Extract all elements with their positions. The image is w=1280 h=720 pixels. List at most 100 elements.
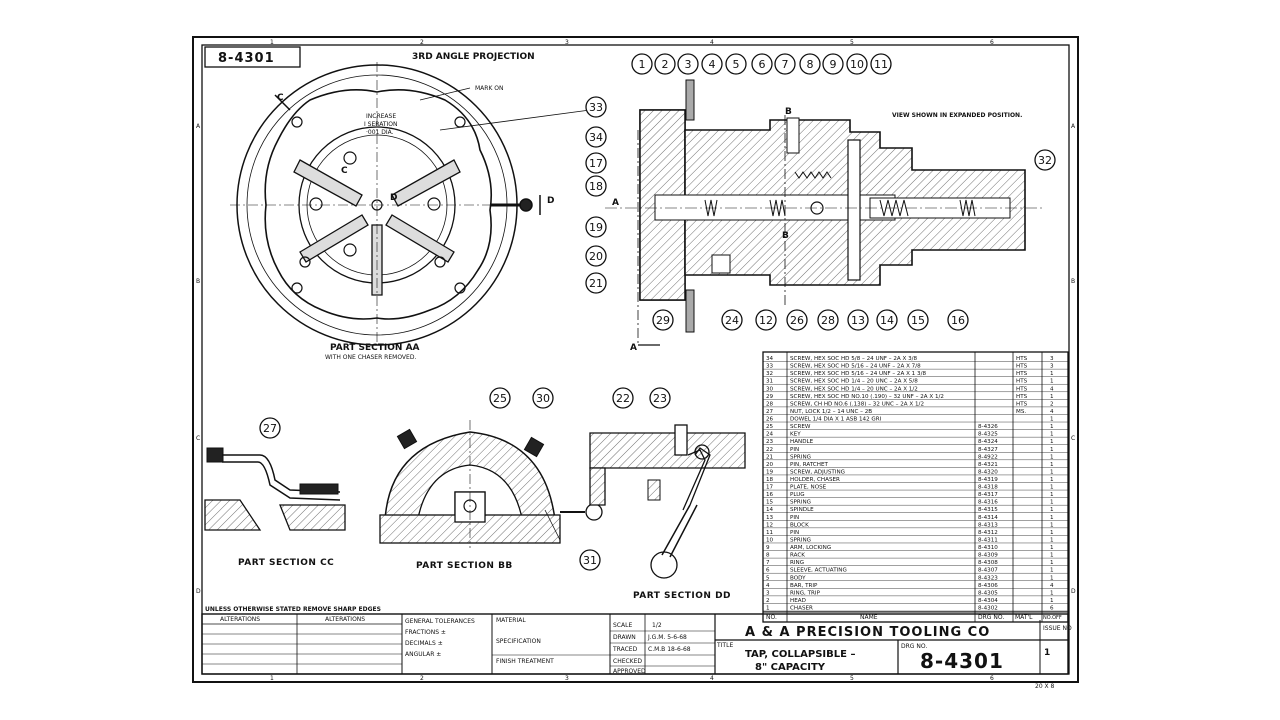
parts-cell-qty: 1 (1050, 439, 1054, 445)
parts-cell-no: 14 (766, 507, 774, 513)
section-aa-title: PART SECTION AA (330, 343, 420, 353)
parts-cell-drg: 8-4305 (978, 590, 998, 596)
section-part-balloon-circle (579, 549, 601, 571)
drawing-number-box (204, 46, 301, 68)
part-balloon-circle (677, 53, 699, 75)
part-balloon-circle (631, 53, 653, 75)
tolerance-decimals: DECIMALS ± (405, 640, 443, 647)
parts-cell-name: SPRING (790, 454, 811, 460)
section-part-balloon-circle (489, 387, 511, 409)
parts-cell-name: BODY (790, 575, 806, 581)
drawing-number-top: 8-4301 (218, 51, 275, 66)
parts-cell-qty: 3 (1050, 364, 1054, 370)
parts-cell-drg: 8-4316 (978, 500, 998, 506)
increase-note-3: ·001 DIA. (366, 129, 394, 136)
increase-note-1: INCREASE (366, 113, 396, 120)
part-balloon-circle (585, 245, 607, 267)
section-part-balloon-circle (649, 387, 671, 409)
parts-cell-name: PIN (790, 530, 799, 536)
traced-label: TRACED (612, 646, 638, 653)
parts-cell-no: 27 (766, 409, 774, 415)
parts-cell-no: 15 (766, 500, 774, 506)
title-block (201, 613, 1069, 675)
parts-cell-name: SLEEVE, ACTUATING (790, 568, 847, 574)
finish-label: FINISH TREATMENT (496, 658, 554, 665)
parts-cell-drg: 8-4304 (978, 598, 998, 604)
parts-cell-no: 18 (766, 477, 774, 483)
parts-cell-qty: 1 (1050, 432, 1054, 438)
parts-cell-qty: 1 (1050, 469, 1054, 475)
parts-cell-drg: 8-4312 (978, 530, 998, 536)
view-note: VIEW SHOWN IN EXPANDED POSITION. (892, 112, 1022, 119)
svg-text:1: 1 (270, 675, 274, 682)
parts-header-drg: DRG NO. (978, 614, 1004, 621)
part-balloon-circle (654, 53, 676, 75)
parts-cell-name: SCREW, HEX SOC HD 5/8 – 24 UNF – 2A X 3/… (790, 356, 918, 362)
part-balloon-label: 1 (639, 58, 646, 71)
parts-list-table (762, 351, 1069, 623)
drg-no-label: DRG NO. (901, 643, 927, 650)
parts-cell-qty: 1 (1050, 560, 1054, 566)
issue-label: ISSUE NO (1043, 625, 1072, 632)
parts-cell-no: 8 (766, 553, 770, 559)
part-balloon-circle (876, 309, 898, 331)
part-balloon-label: 8 (807, 58, 814, 71)
increase-note-2: I SERATION (364, 121, 398, 128)
parts-cell-no: 11 (766, 530, 774, 536)
parts-cell-mat: HTS (1016, 394, 1028, 400)
part-balloon-label: 18 (589, 180, 603, 193)
part-balloon-circle (585, 272, 607, 294)
svg-text:3: 3 (565, 39, 569, 46)
parts-cell-name: HEAD (790, 598, 806, 604)
parts-cell-qty: 1 (1050, 590, 1054, 596)
parts-cell-no: 9 (766, 545, 770, 551)
part-balloon-circle (585, 126, 607, 148)
part-balloon-circle (822, 53, 844, 75)
parts-cell-no: 2 (766, 598, 770, 604)
part-balloon-circle (847, 309, 869, 331)
section-part-balloon-circle (612, 387, 634, 409)
section-part-balloon-label: 23 (653, 392, 667, 405)
part-balloon-label: 24 (725, 314, 739, 327)
part-balloon-circle (1034, 149, 1056, 171)
parts-cell-qty: 1 (1050, 575, 1054, 581)
part-balloon-circle (652, 309, 674, 331)
parts-cell-drg: 8-4324 (978, 439, 998, 445)
section-part-balloon-label: 27 (263, 422, 277, 435)
parts-cell-qty: 4 (1050, 409, 1054, 415)
parts-cell-qty: 1 (1050, 530, 1054, 536)
parts-cell-drg: 8-4314 (978, 515, 998, 521)
parts-cell-no: 23 (766, 439, 774, 445)
section-aa-letter-c2: C (341, 166, 348, 176)
section-aa-view (230, 62, 591, 346)
parts-cell-no: 20 (766, 462, 774, 468)
parts-cell-name: SCREW, HEX SOC HD 1/4 – 20 UNC – 2A X 5/… (790, 379, 918, 385)
parts-cell-drg: 8-4311 (978, 537, 998, 543)
parts-cell-mat: HTS (1016, 371, 1028, 377)
section-letter-b-bottom: B (782, 231, 789, 241)
parts-cell-drg: 8-4307 (978, 568, 998, 574)
part-balloon-label: 28 (821, 314, 835, 327)
parts-cell-qty: 1 (1050, 492, 1054, 498)
section-part-balloon-circle (532, 387, 554, 409)
drg-no-value: 8-4301 (920, 649, 1004, 673)
svg-text:2: 2 (420, 675, 424, 682)
svg-text:D: D (196, 588, 201, 595)
parts-cell-no: 30 (766, 386, 774, 392)
parts-cell-no: 12 (766, 522, 773, 528)
parts-cell-no: 10 (766, 537, 774, 543)
parts-header-name: NAME (860, 614, 878, 621)
part-balloon-label: 3 (685, 58, 692, 71)
section-part-balloon-label: 30 (536, 392, 550, 405)
section-aa-letter-d1: D (390, 193, 397, 203)
part-balloon-label: 7 (782, 58, 789, 71)
scale-value: 1/2 (652, 622, 662, 629)
part-balloon-circle (585, 216, 607, 238)
parts-cell-name: PLATE, NOSE (790, 485, 827, 491)
material-label: MATERIAL (496, 617, 526, 624)
parts-cell-drg: 8-4327 (978, 447, 998, 453)
parts-cell-no: 5 (766, 575, 770, 581)
parts-cell-qty: 1 (1050, 417, 1054, 423)
